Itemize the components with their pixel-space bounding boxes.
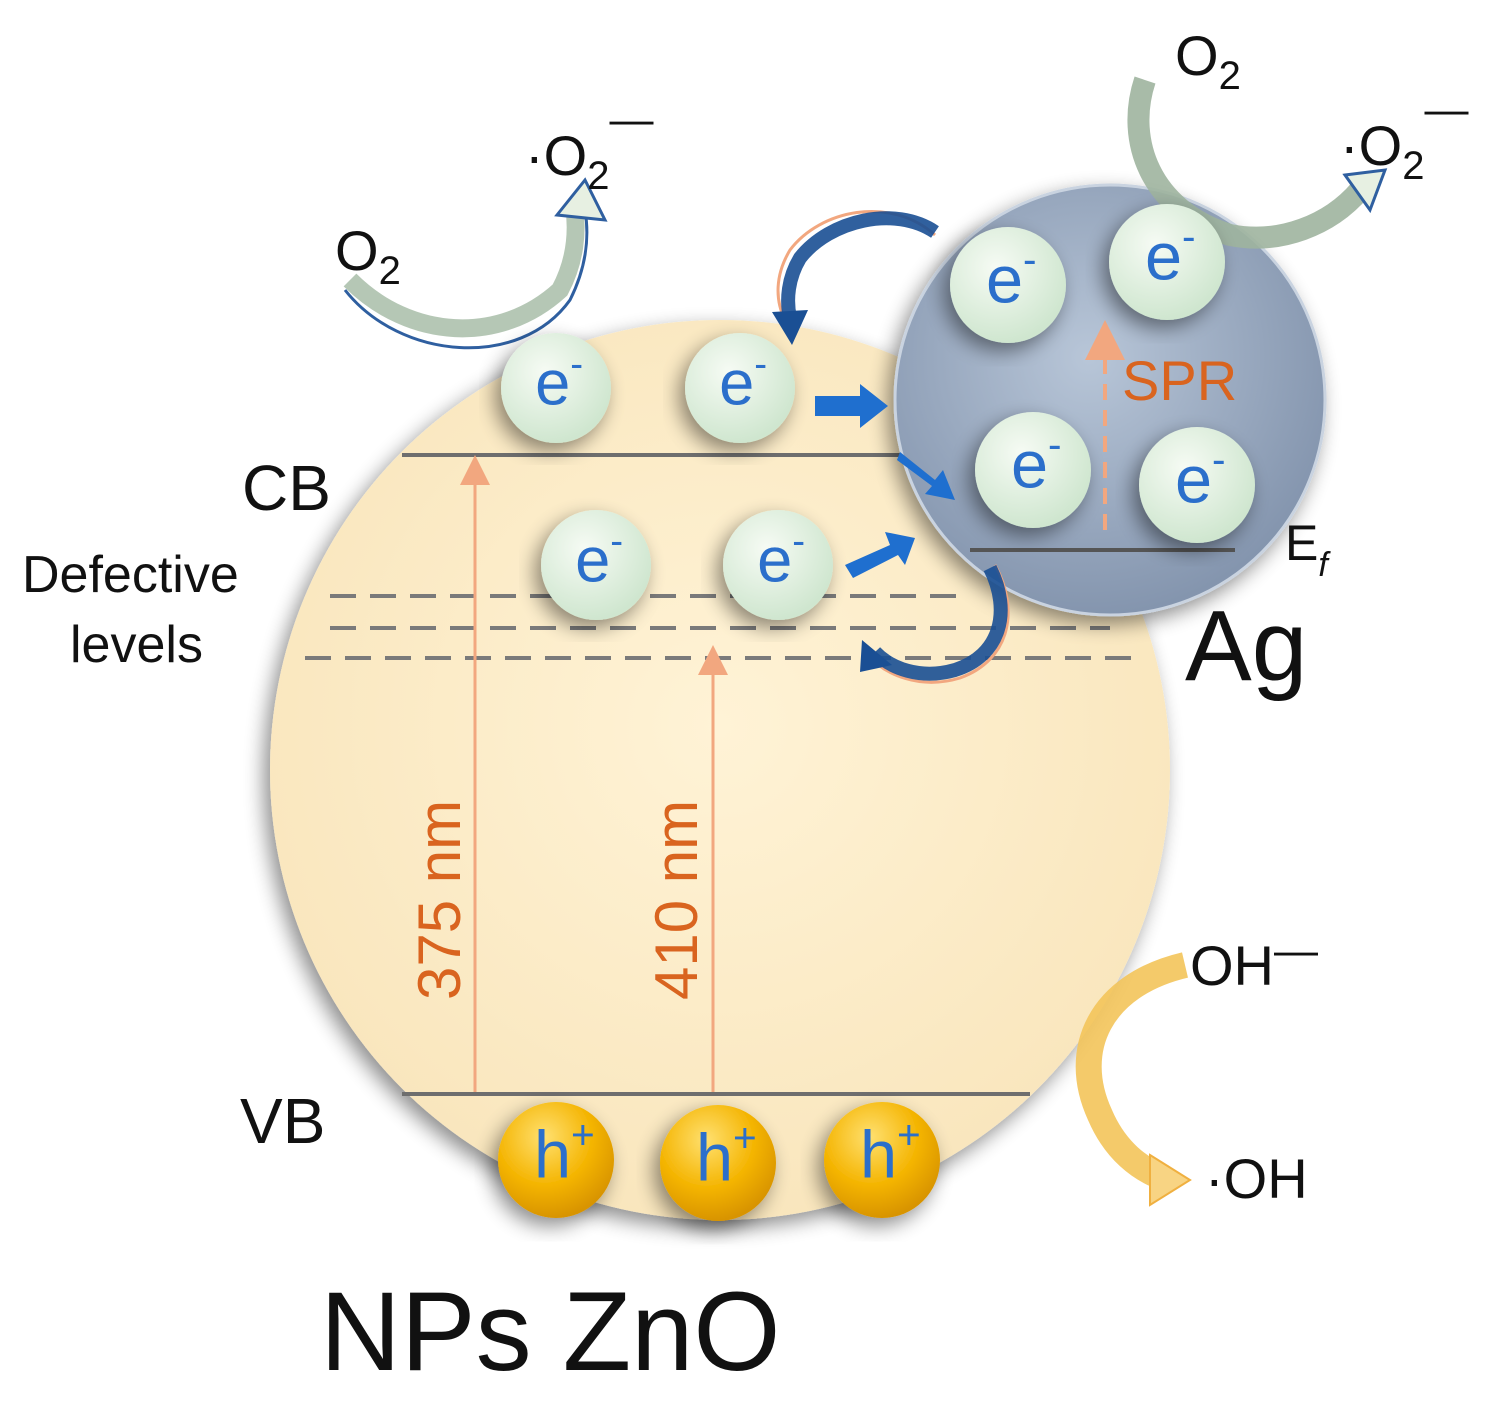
zno-name-label: NPs ZnO <box>320 1269 781 1394</box>
svg-text:e-: e- <box>1175 436 1226 517</box>
blue-arrow-defect-to-ag <box>845 532 915 578</box>
svg-text:e-: e- <box>535 343 583 419</box>
electron-particle: e- <box>1139 427 1255 543</box>
defect-label-line1: Defective <box>22 546 239 604</box>
electron-particle: e- <box>501 333 611 443</box>
svg-text:e-: e- <box>1011 421 1062 502</box>
fermi-label: Ef <box>1285 515 1331 584</box>
zno-nanoparticle <box>270 320 1170 1220</box>
electron-particle: e- <box>1109 204 1225 320</box>
o2-left-label: O2 <box>335 219 401 293</box>
electron-particle: e- <box>723 510 833 620</box>
hole-particle: h+ <box>660 1105 776 1221</box>
hydroxyl-radical-label: ·OH <box>1205 1147 1308 1210</box>
ag-name-label: Ag <box>1185 590 1307 702</box>
o2-right-label: O2 <box>1175 24 1241 98</box>
electron-transfer-arrows <box>815 384 955 578</box>
svg-text:h+: h+ <box>696 1114 757 1195</box>
zno-sphere <box>270 320 1170 1220</box>
hydroxide-oxidation-arrow <box>1075 952 1192 1207</box>
svg-text:h+: h+ <box>534 1111 595 1192</box>
hole-particle: h+ <box>498 1102 614 1218</box>
wavelength-375-label: 375 nm <box>406 800 473 1000</box>
cb-label: CB <box>242 452 331 524</box>
electron-particle: e- <box>950 227 1066 343</box>
svg-text:e-: e- <box>719 343 767 419</box>
svg-text:e-: e- <box>757 520 805 596</box>
hydroxide-label: OH— <box>1190 926 1318 997</box>
superoxide-left-label: ·O2— <box>525 95 653 198</box>
svg-text:e-: e- <box>986 236 1037 317</box>
wavelength-410-label: 410 nm <box>643 800 710 1000</box>
electron-particle: e- <box>541 510 651 620</box>
svg-text:e-: e- <box>1145 213 1196 294</box>
left-o2-reduction-arrow <box>343 177 608 350</box>
holes: h+ h+ h+ <box>498 1102 940 1221</box>
electron-particle: e- <box>975 412 1091 528</box>
hole-particle: h+ <box>824 1102 940 1218</box>
spr-label: SPR <box>1122 349 1237 412</box>
svg-text:e-: e- <box>575 520 623 596</box>
vb-label: VB <box>240 1085 325 1157</box>
blue-arrow-to-ag <box>897 452 955 500</box>
electrons: e-e-e-e-e-e-e-e- <box>501 204 1255 620</box>
electron-particle: e- <box>685 333 795 443</box>
back-transfer-arrows <box>772 210 1010 684</box>
right-o2-reduction-arrow <box>1127 76 1388 249</box>
superoxide-right-label: ·O2— <box>1340 85 1468 188</box>
defect-label-line2: levels <box>70 616 203 674</box>
svg-text:h+: h+ <box>860 1111 921 1192</box>
blue-arrow-cb-to-ag <box>815 384 888 428</box>
